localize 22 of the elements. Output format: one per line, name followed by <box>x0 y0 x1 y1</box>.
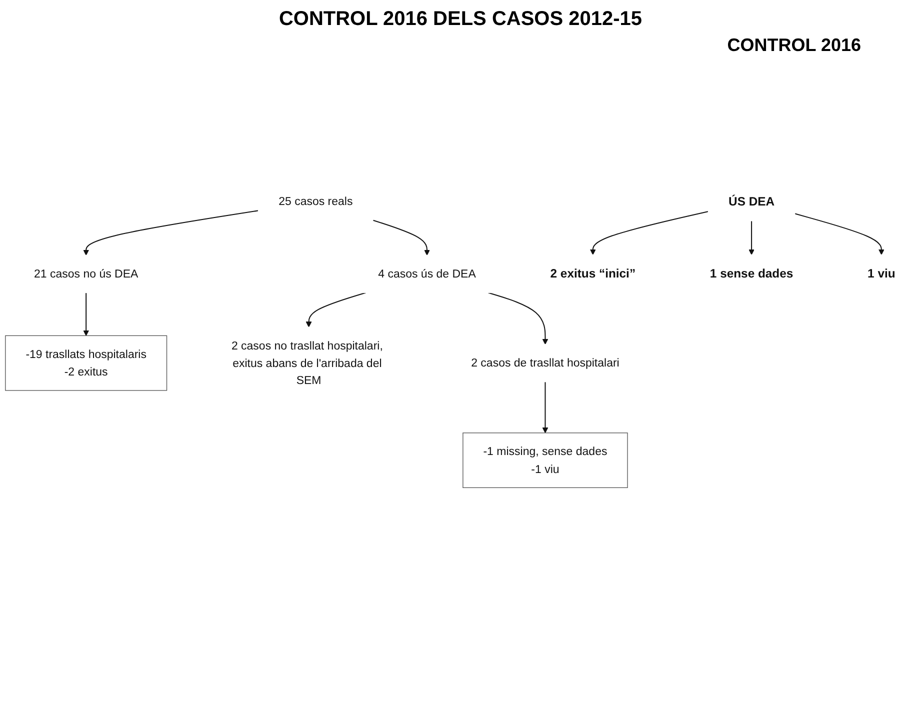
node-text: 25 casos reals <box>278 195 353 208</box>
arrow <box>83 292 90 336</box>
arrow <box>83 210 258 256</box>
arrow <box>488 292 548 345</box>
node-box: -19 trasllats hospitalaris -2 exitus <box>5 335 168 391</box>
node-text: ÚS DEA <box>728 194 775 208</box>
arrow <box>794 213 884 255</box>
section-heading: CONTROL 2016 <box>727 35 861 56</box>
node-text: 2 exitus “inici” <box>550 266 636 280</box>
node-text: 2 casos de trasllat hospitalari <box>471 356 620 370</box>
arrow <box>306 292 366 328</box>
node-text: 4 casos ús de DEA <box>378 267 476 280</box>
node-text: 21 casos no ús DEA <box>34 267 138 280</box>
node-text: 1 sense dades <box>710 266 794 280</box>
arrow <box>372 220 430 256</box>
node-text: 2 casos no trasllat hospitalari, exitus abans de l'arribada del SEM <box>231 339 383 387</box>
node-box: -1 missing, sense dades -1 viu <box>462 432 628 488</box>
arrow <box>590 210 708 255</box>
arrow <box>542 382 548 434</box>
arrow <box>748 220 755 255</box>
diagram-title: CONTROL 2016 DELS CASOS 2012-15 <box>278 8 644 31</box>
node-text: 1 viu <box>868 266 896 280</box>
